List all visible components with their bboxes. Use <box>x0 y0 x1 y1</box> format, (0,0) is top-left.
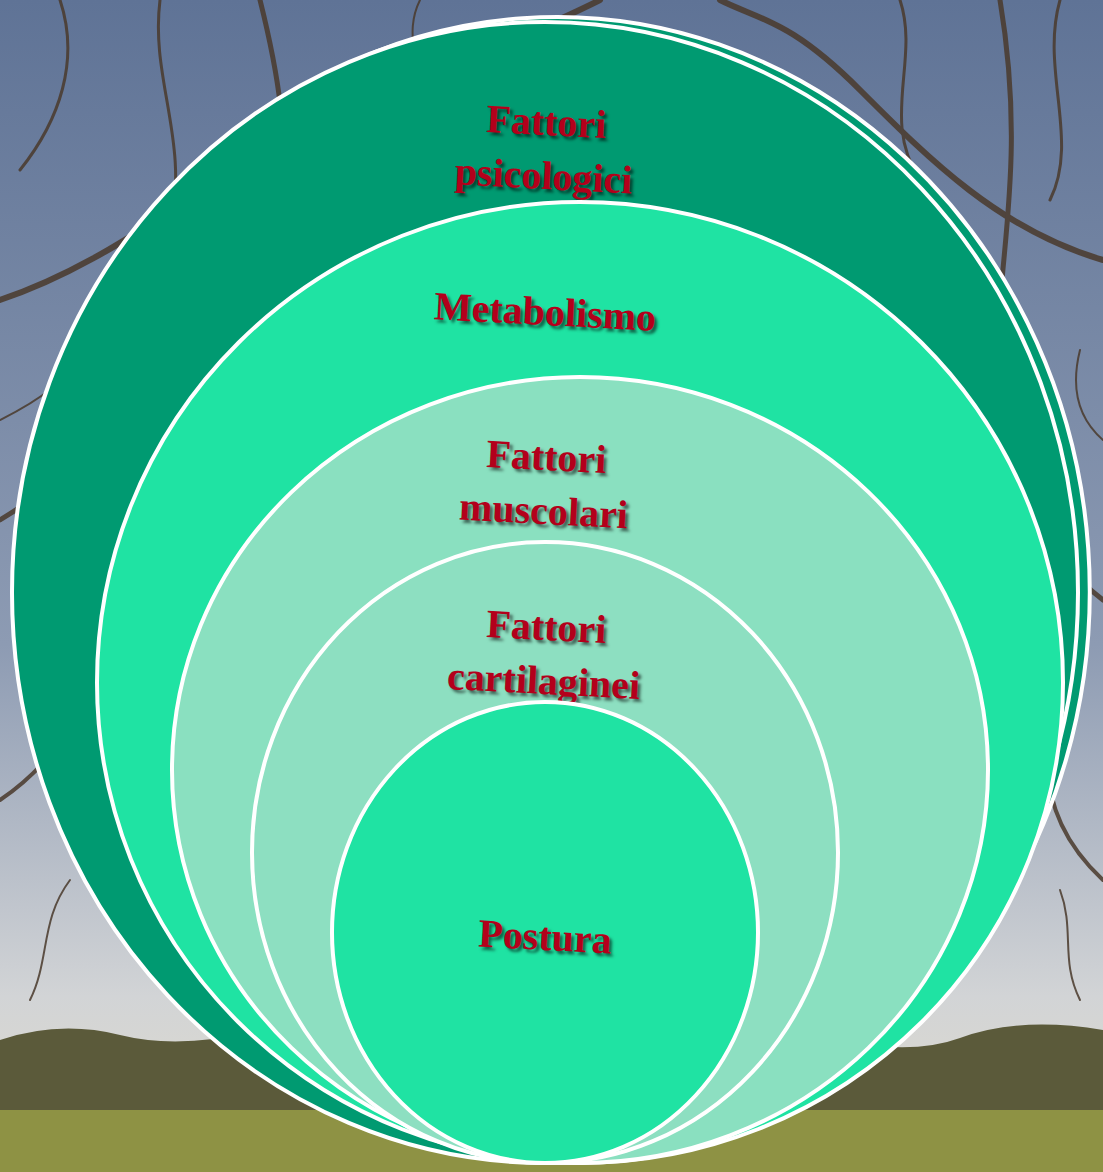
nested-ellipse: Fattori muscolariFattori cartilagineiPos… <box>170 375 990 1165</box>
ellipse-outline <box>12 22 1078 1163</box>
nested-ellipse: Fattori cartilagineiPostura <box>250 540 840 1165</box>
nested-ellipse: MetabolismoFattori muscolariFattori cart… <box>95 200 1065 1165</box>
nested-ellipse: Fattori psicologiciMetabolismoFattori mu… <box>10 20 1080 1165</box>
node-label: Fattori cartilaginei <box>397 592 692 715</box>
ellipse-outline <box>97 202 1063 1163</box>
node-label: Fattori muscolari <box>397 422 692 545</box>
ellipse-outline <box>172 377 988 1163</box>
node-label: Fattori psicologici <box>392 87 697 211</box>
label-box: Fattori cartilaginei <box>397 592 692 715</box>
label-box: Fattori muscolari <box>397 422 692 545</box>
nested-ellipse: Postura <box>330 700 760 1165</box>
ellipse-outline <box>252 542 838 1163</box>
label-box: Fattori psicologici <box>392 87 697 211</box>
ellipse-outline <box>332 702 758 1163</box>
